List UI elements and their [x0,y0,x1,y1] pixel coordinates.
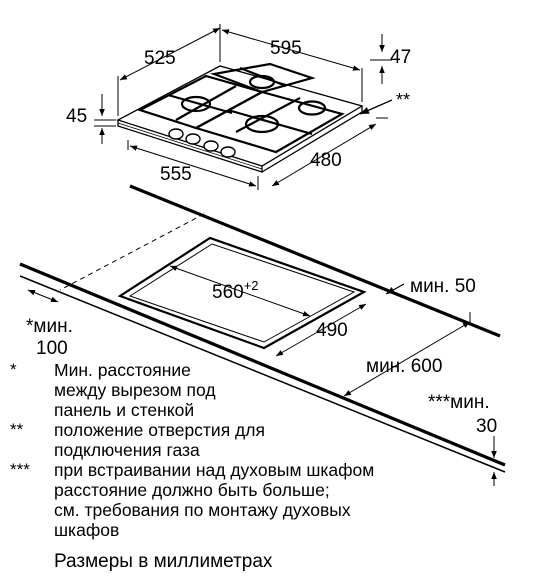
footnote-line: расстояние должно быть больше; [54,480,330,500]
footnotes: * Мин. расстояние между вырезом под пане… [10,360,480,540]
knob-2 [185,133,201,145]
footnote-mark: ** [10,420,24,439]
dim-600-line [343,321,471,397]
cutout-inner [128,243,356,343]
footnote-2: ** положение отверстия для подключения г… [10,420,480,460]
footnote-line: шкафов [54,520,120,540]
dim-595-label: 595 [270,38,302,59]
footnote-text: при встраивании над духовым шкафом расст… [54,460,480,540]
knob-1 [168,128,184,140]
dim-47-label: 47 [390,47,411,68]
worktop-front-edge [19,262,506,467]
dim-595-line [221,29,363,102]
gas-pointer-line [359,99,393,115]
footnote-mark: *** [10,460,30,479]
dim-555-line [127,140,259,190]
dim-525-label: 525 [144,48,176,69]
footnote-mark: * [10,360,17,379]
footnote-line: панель и стенкой [54,400,195,420]
min-50-label: мин. 50 [410,276,476,297]
dim-490-label: 490 [316,320,348,341]
dim-45-line [94,94,116,144]
knob-3 [203,140,219,152]
dim-45-label: 45 [66,106,87,127]
dim-480-label: 480 [310,150,342,171]
dim-560-label: 560+2 [212,278,259,303]
dim-490-line [275,303,367,357]
footnote-3: *** при встраивании над духовым шкафом р… [10,460,480,540]
worktop-drawing [19,184,506,486]
footnote-line: подключения газа [54,440,200,460]
dim-525-line [117,24,221,116]
footnote-line: при встраивании над духовым шкафом [54,460,375,480]
footnote-line: между вырезом под [54,380,216,400]
hob-drawing [94,24,393,190]
min-30-label-line1: ***мин. [428,392,490,413]
min-600-label: мин. 600 [366,356,442,377]
min-50-pointer [385,283,405,295]
knob-4 [220,146,236,158]
caption: Размеры в миллиметрах [54,551,273,572]
gas-mark-label: ** [396,90,410,110]
footnote-text: положение отверстия для подключения газа [54,420,480,460]
worktop-back-edge [129,184,501,338]
footnote-line: см. требования по монтажу духовых [54,500,351,520]
footnote-text: Мин. расстояние между вырезом под панель… [54,360,480,420]
dim-555-label: 555 [160,164,192,185]
dim-480-line [271,117,388,187]
min-100-label-line1: *мин. [26,316,73,337]
footnote-1: * Мин. расстояние между вырезом под пане… [10,360,480,420]
footnote-line: положение отверстия для [54,420,265,440]
dim-100-line [27,289,59,303]
footnote-line: Мин. расстояние [54,360,191,380]
wall-dashed-line [59,213,205,291]
min-100-label-line2: 100 [36,338,68,359]
dim-47-line [370,34,392,84]
min-30-label-line2: 30 [476,416,497,437]
